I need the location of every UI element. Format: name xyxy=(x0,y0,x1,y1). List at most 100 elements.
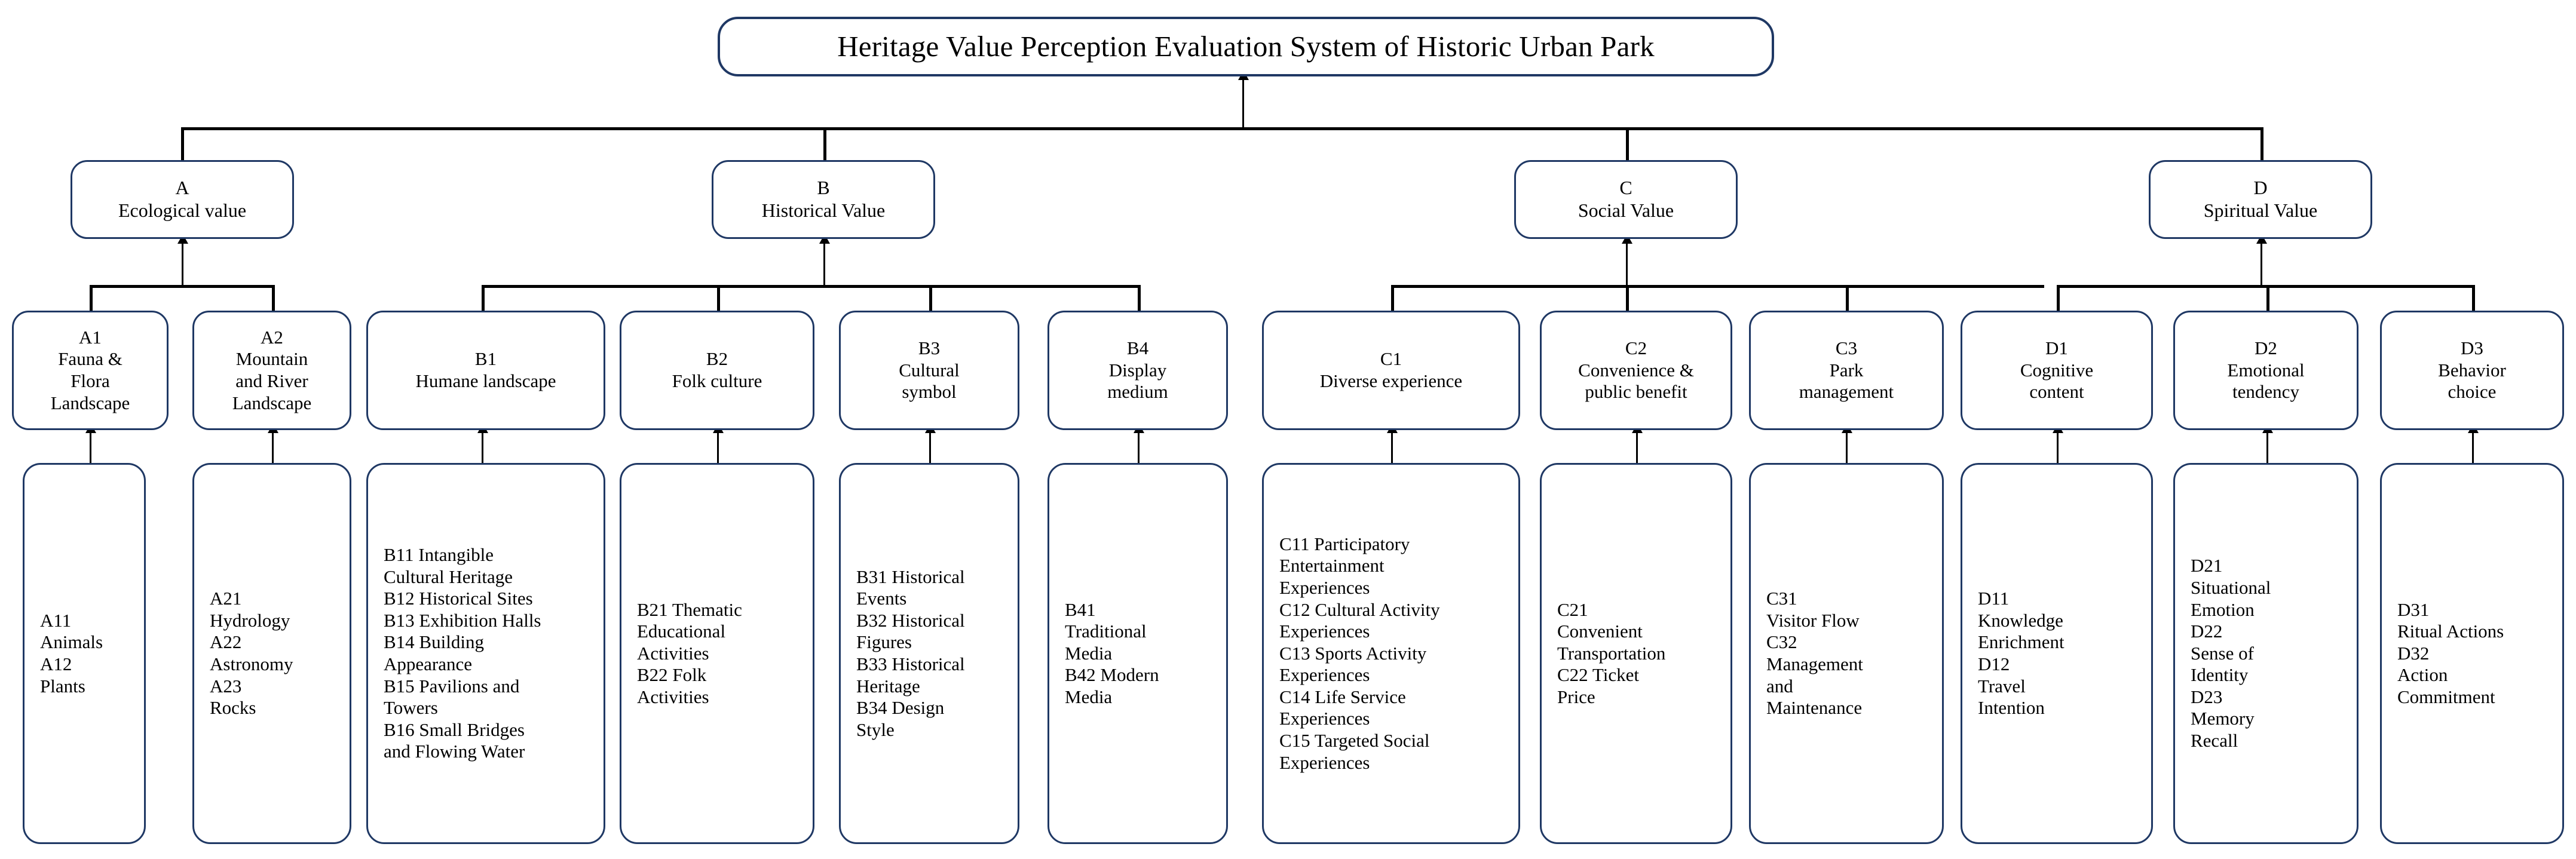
criterion-node-A1[interactable]: A1 Fauna & Flora Landscape xyxy=(12,311,169,430)
indicator-line: Activities xyxy=(637,686,709,707)
indicator-line: C32 xyxy=(1766,631,1797,653)
indicator-box-C3[interactable]: C31 Visitor Flow C32 Management and Main… xyxy=(1749,463,1944,844)
indicator-box-A1[interactable]: A11 Animals A12 Plants xyxy=(23,463,146,844)
connector-C-to-C3 xyxy=(1846,285,1849,312)
criterion-name-C2-l1: Convenience & xyxy=(1578,359,1694,381)
indicator-line: Traditional xyxy=(1065,621,1147,642)
indicator-text-B2: B21 Thematic Educational Activities B22 … xyxy=(621,599,813,708)
criterion-code-C1: C1 xyxy=(1380,348,1402,370)
criterion-name-A2-l1: Mountain xyxy=(235,348,308,370)
root-node[interactable]: Heritage Value Perception Evaluation Sys… xyxy=(718,17,1774,76)
indicator-line: B41 xyxy=(1065,599,1096,620)
criterion-node-C1[interactable]: C1 Diverse experience xyxy=(1262,311,1520,430)
criterion-node-C2[interactable]: C2 Convenience & public benefit xyxy=(1540,311,1732,430)
indicator-text-A1: A11 Animals A12 Plants xyxy=(24,610,144,697)
criterion-name-C3-l1: Park xyxy=(1829,359,1864,381)
indicator-box-D3[interactable]: D31 Ritual Actions D32 Action Commitment xyxy=(2380,463,2564,844)
indicator-line: Animals xyxy=(40,631,103,653)
indicator-line: A22 xyxy=(210,631,242,653)
dimension-code-C: C xyxy=(1619,177,1632,199)
indicator-line: and xyxy=(1766,675,1793,697)
indicator-line: Enrichment xyxy=(1978,631,2065,653)
indicator-box-B3[interactable]: B31 Historical Events B32 Historical Fig… xyxy=(839,463,1019,844)
indicator-text-B1: B11 Intangible Cultural Heritage B12 His… xyxy=(368,544,604,763)
criterion-name-D3-l2: choice xyxy=(2448,381,2497,403)
connector-B2-leaf xyxy=(717,430,719,463)
indicator-box-B2[interactable]: B21 Thematic Educational Activities B22 … xyxy=(620,463,814,844)
indicator-box-A2[interactable]: A21 Hydrology A22 Astronomy A23 Rocks xyxy=(192,463,351,844)
indicator-box-D2[interactable]: D21 Situational Emotion D22 Sense of Ide… xyxy=(2173,463,2358,844)
dimension-name-B: Historical Value xyxy=(761,200,886,221)
indicator-line: Figures xyxy=(856,631,912,653)
dimension-node-C[interactable]: C Social Value xyxy=(1514,160,1738,239)
connector-C3-leaf xyxy=(1846,430,1848,463)
indicator-line: D11 xyxy=(1978,588,2010,609)
indicator-line: Situational xyxy=(2191,576,2271,598)
indicator-box-C2[interactable]: C21 Convenient Transportation C22 Ticket… xyxy=(1540,463,1732,844)
indicator-line: Rocks xyxy=(210,697,256,719)
connector-drop-C xyxy=(1626,127,1629,162)
dimension-node-D[interactable]: D Spiritual Value xyxy=(2149,160,2372,239)
indicator-line: Media xyxy=(1065,686,1113,707)
criterion-name-C1-l1: Diverse experience xyxy=(1319,370,1463,391)
dimension-node-B[interactable]: B Historical Value xyxy=(712,160,935,239)
criterion-name-B3-l2: symbol xyxy=(902,381,957,403)
criterion-node-A2[interactable]: A2 Mountain and River Landscape xyxy=(192,311,351,430)
indicator-line: Experiences xyxy=(1279,576,1370,598)
indicator-line: Identity xyxy=(2191,664,2249,686)
connector-C1-leaf xyxy=(1391,430,1393,463)
indicator-line: Astronomy xyxy=(210,654,293,674)
connector-stem-B xyxy=(823,241,825,286)
indicator-line: Educational xyxy=(637,621,726,642)
criterion-name-B4-l2: medium xyxy=(1107,381,1168,403)
connector-busC xyxy=(1391,285,2044,288)
indicator-line: C22 Ticket xyxy=(1557,664,1639,686)
criterion-name-A2-l3: Landscape xyxy=(232,392,312,413)
indicator-box-B4[interactable]: B41 Traditional Media B42 Modern Media xyxy=(1047,463,1228,844)
connector-D-to-D1 xyxy=(2057,285,2060,312)
indicator-text-D3: D31 Ritual Actions D32 Action Commitment xyxy=(2382,599,2562,708)
connector-D2-leaf xyxy=(2266,430,2268,463)
indicator-line: Recall xyxy=(2191,730,2238,751)
criterion-node-B2[interactable]: B2 Folk culture xyxy=(620,311,814,430)
indicator-line: D23 xyxy=(2191,686,2223,707)
criterion-name-D1-l2: content xyxy=(2029,381,2084,403)
indicator-line: Visitor Flow xyxy=(1766,609,1860,631)
indicator-line: Experiences xyxy=(1279,708,1370,729)
indicator-box-D1[interactable]: D11 Knowledge Enrichment D12 Travel Inte… xyxy=(1961,463,2153,844)
criterion-name-D2-l1: Emotional xyxy=(2227,359,2305,381)
criterion-node-D3[interactable]: D3 Behavior choice xyxy=(2380,311,2564,430)
criterion-code-B1: B1 xyxy=(474,348,497,370)
indicator-line: Commitment xyxy=(2397,686,2495,707)
criterion-node-B3[interactable]: B3 Cultural symbol xyxy=(839,311,1019,430)
criterion-code-D1: D1 xyxy=(2045,338,2068,359)
connector-D-to-D3 xyxy=(2472,285,2475,312)
connector-D-to-D2 xyxy=(2266,285,2269,312)
criterion-node-D2[interactable]: D2 Emotional tendency xyxy=(2173,311,2358,430)
indicator-line: C15 Targeted Social xyxy=(1279,730,1430,751)
indicator-line: B12 Historical Sites xyxy=(384,588,533,609)
criterion-node-B4[interactable]: B4 Display medium xyxy=(1047,311,1228,430)
indicator-box-B1[interactable]: B11 Intangible Cultural Heritage B12 His… xyxy=(366,463,605,844)
indicator-line: Style xyxy=(856,719,895,740)
connector-A1-leaf xyxy=(90,430,91,463)
criterion-node-D1[interactable]: D1 Cognitive content xyxy=(1961,311,2153,430)
indicator-box-C1[interactable]: C11 Participatory Entertainment Experien… xyxy=(1262,463,1520,844)
indicator-line: B42 Modern xyxy=(1065,664,1159,686)
indicator-line: A11 xyxy=(40,609,72,631)
dimension-node-A[interactable]: A Ecological value xyxy=(71,160,294,239)
dimension-name-C: Social Value xyxy=(1578,200,1674,221)
connector-busB xyxy=(482,285,1141,288)
connector-A-to-A2 xyxy=(272,285,275,312)
indicator-line: Cultural Heritage xyxy=(384,566,513,587)
connector-stem-A xyxy=(182,241,183,286)
criterion-node-B1[interactable]: B1 Humane landscape xyxy=(366,311,605,430)
dimension-code-D: D xyxy=(2253,177,2268,199)
connector-D3-leaf xyxy=(2472,430,2474,463)
indicator-line: Maintenance xyxy=(1766,697,1863,719)
indicator-line: Experiences xyxy=(1279,751,1370,773)
criterion-node-C3[interactable]: C3 Park management xyxy=(1749,311,1944,430)
indicator-line: C31 xyxy=(1766,588,1797,609)
indicator-line: B15 Pavilions and xyxy=(384,675,520,697)
indicator-text-B3: B31 Historical Events B32 Historical Fig… xyxy=(841,566,1018,741)
